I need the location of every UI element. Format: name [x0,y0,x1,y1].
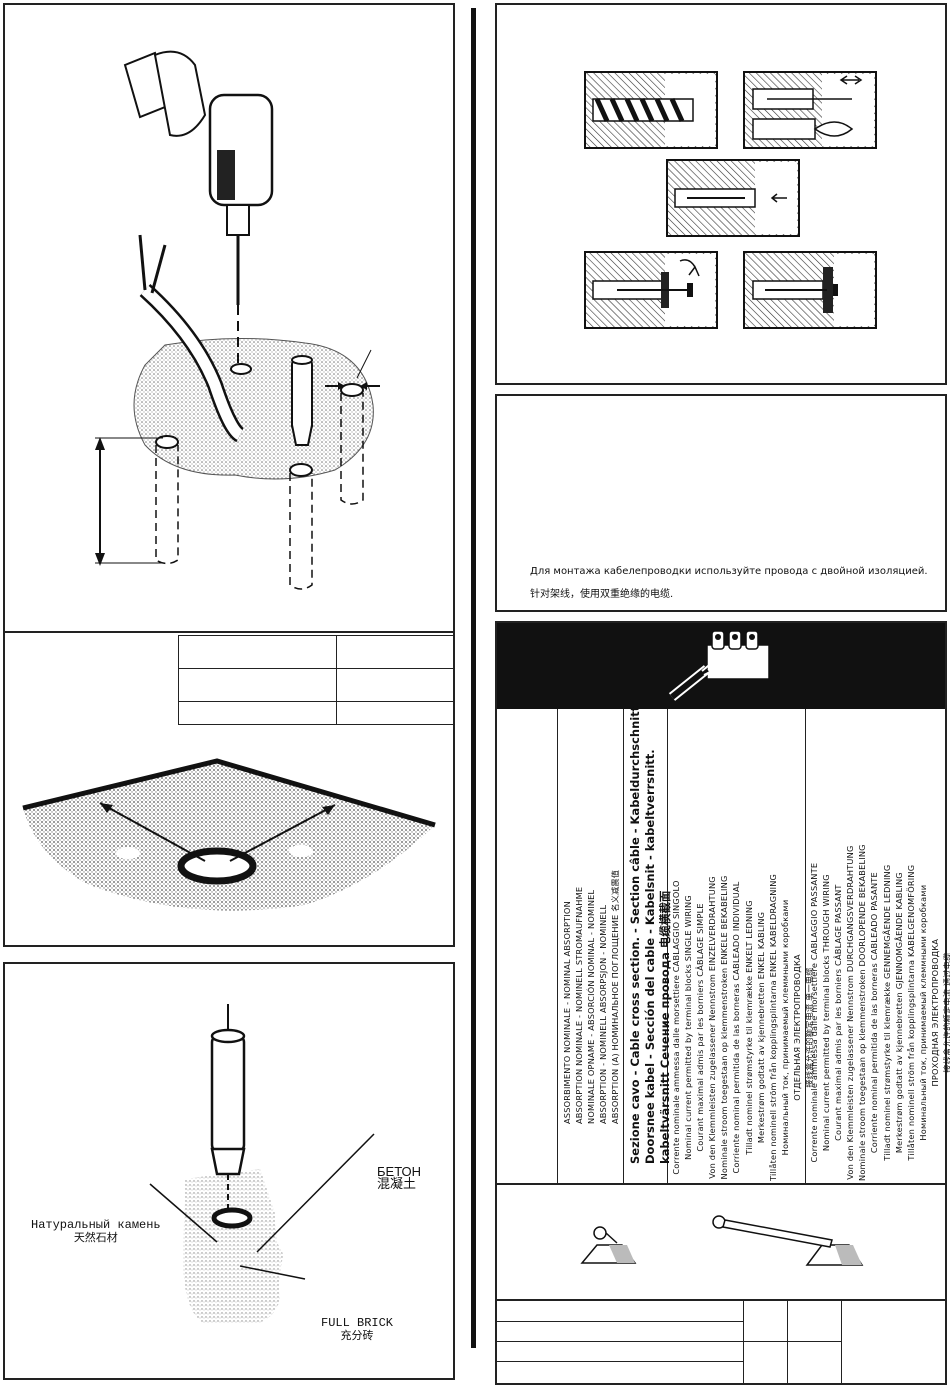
through-wiring-line: Номинальный ток, принимаемый клеммными к… [917,884,928,1141]
through-wiring-line: Corrente nominale ammessa dalle morsetti… [809,862,819,1163]
drill-icon [123,50,274,365]
column-divider [667,709,668,1187]
cable-section-line: Sezione cavo - Cable cross section. - Se… [628,705,642,1164]
column-divider [557,709,558,1187]
through-wiring-line: ПРОХОДНАЯ ЭЛЕКТРОПРОВОДКА [929,938,940,1087]
absorption-line: ABSORPTION (A) НОМИНАЛЬНОЕ ПОГЛОЩЕНИЕ 名义… [610,869,621,1124]
plug-in-material-illustration [149,1004,375,1324]
step-tighten-screw [584,251,718,329]
dimension-table [178,635,455,725]
natural-stone-label: Натуральный камень 天然石材 [31,1218,161,1246]
single-wiring-line: Tilladt nominel strømstyrke til klemrækk… [743,900,754,1155]
materials-panel: БЕТОН 混凝土 Натуральный камень 天然石材 FULL B… [3,962,455,1380]
full-brick-label-zh: 充分砖 [340,1331,374,1343]
cable-section-header: Sezione cavo - Cable cross section. - Se… [628,706,673,1164]
wall-plug-icon [210,1004,246,1209]
terminal-block-icon [668,630,770,701]
concrete-label-ru: БЕТОН [377,1164,422,1179]
anchor-steps-illustration [584,71,877,329]
step-clean-hole [743,71,877,149]
step-insert-plug [666,159,800,237]
drilling-panel [3,3,455,633]
single-wiring-line: Corrente nominale ammessa dalle morsetti… [671,880,681,1175]
table-body: ASSORBIMENTO NOMINALE - NOMINAL ABSORPTI… [497,706,950,1188]
step-drill-hole [584,71,718,149]
through-wiring-line: Von den Klemmleisten zugelassener Nennst… [845,845,856,1180]
page-divider [471,8,476,1348]
concrete-label-zh: 混凝土 [377,1176,417,1191]
through-wiring-line: Courant maximal admis par les borniers C… [833,884,844,1141]
wiring-type-panel [495,1183,947,1301]
single-wiring-line: Nominal current permitted by terminal bl… [683,895,694,1160]
single-wiring-line: Tillåten nominell ström från kopplingspl… [767,873,778,1181]
wiring-type-illustration [580,1215,864,1266]
full-brick-label: FULL BRICK 充分砖 [321,1316,393,1344]
single-wiring-icon [580,1226,637,1264]
through-wiring-header: Corrente nominale ammessa dalle morsetti… [808,844,950,1181]
wiring-note-ru: Для монтажа кабелепроводки используйте п… [530,566,928,577]
absorption-line: ASSORBIMENTO NOMINALE - NOMINAL ABSORPTI… [562,901,572,1124]
natural-stone-label-ru: Натуральный камень [31,1218,161,1232]
single-wiring-line: Nominale stroom toegestaan op klemmenstr… [719,875,730,1180]
through-wiring-line: Nominale stroom toegestaan op klemmenstr… [857,844,868,1181]
terminal-table-panel: ASSORBIMENTO NOMINALE - NOMINAL ABSORPTI… [495,621,950,1188]
wiring-note-zh: 针对架线，使用双重绝缘的电缆. [530,589,674,600]
single-wiring-line: Courant maximal admis par les borniers C… [695,903,706,1152]
mounting-panel [3,631,455,947]
full-brick-label-en: FULL BRICK [321,1316,394,1330]
drilling-illustration [95,50,380,590]
anchor-steps-panel [495,3,947,385]
step-fixed [743,251,877,329]
concrete-label: БЕТОН 混凝土 [377,1164,422,1191]
absorption-header: ASSORBIMENTO NOMINALE - NOMINAL ABSORPTI… [561,870,621,1124]
through-wiring-line: Corriente nominal permitida de las borne… [869,872,880,1154]
ceiling-illustration [22,758,436,911]
single-wiring-line: Corriente nominal permitida de las borne… [731,881,742,1174]
absorption-line: NOMINALE OPNAME - ABSORCIÓN NOMINAL - NO… [586,889,597,1124]
through-wiring-line: Tillåten nominell ström från kopplingspl… [905,864,916,1161]
through-wiring-line: Tilladt nominel strømstyrke til klemrækk… [881,864,892,1161]
absorption-line: ABSORPTION NOMINALE - NOMINELL STROMAUFN… [574,886,585,1124]
wall-plug-icon [291,355,313,446]
cable-icon [138,234,245,443]
through-wiring-line: Merkestrøm godtatt av kjennebretten GJEN… [893,872,904,1154]
column-divider [623,709,624,1187]
through-wiring-line: 接线盒允许的额定电流 通过电缆 [942,952,950,1073]
wiring-note-panel: Для монтажа кабелепроводки используйте п… [495,394,947,612]
through-wiring-line: Nominal current permitted by terminal bl… [821,874,832,1152]
single-wiring-line: Von den Klemmleisten zugelassener Nennst… [707,876,718,1179]
table-header [497,623,945,709]
single-wiring-line: ОТДЕЛЬНАЯ ЭЛЕКТРОПРОВОДКА [791,954,802,1101]
cable-section-line: Doorsnee kabel - Sección del cable - Kab… [643,749,657,1164]
column-divider [805,709,806,1187]
through-wiring-icon [712,1215,864,1266]
absorption-line: ABSORPTION - NOMINELL ABSORPSJON - NOMIN… [598,904,609,1124]
natural-stone-label-zh: 天然石材 [73,1233,118,1245]
single-wiring-line: Merkestrøm godtatt av kjennebretten ENKE… [755,911,766,1144]
single-wiring-line: Номинальный ток, принимаемый клеммными к… [779,899,790,1156]
single-wiring-header: Corrente nominale ammessa dalle morsetti… [670,874,815,1181]
title-block [495,1299,947,1385]
